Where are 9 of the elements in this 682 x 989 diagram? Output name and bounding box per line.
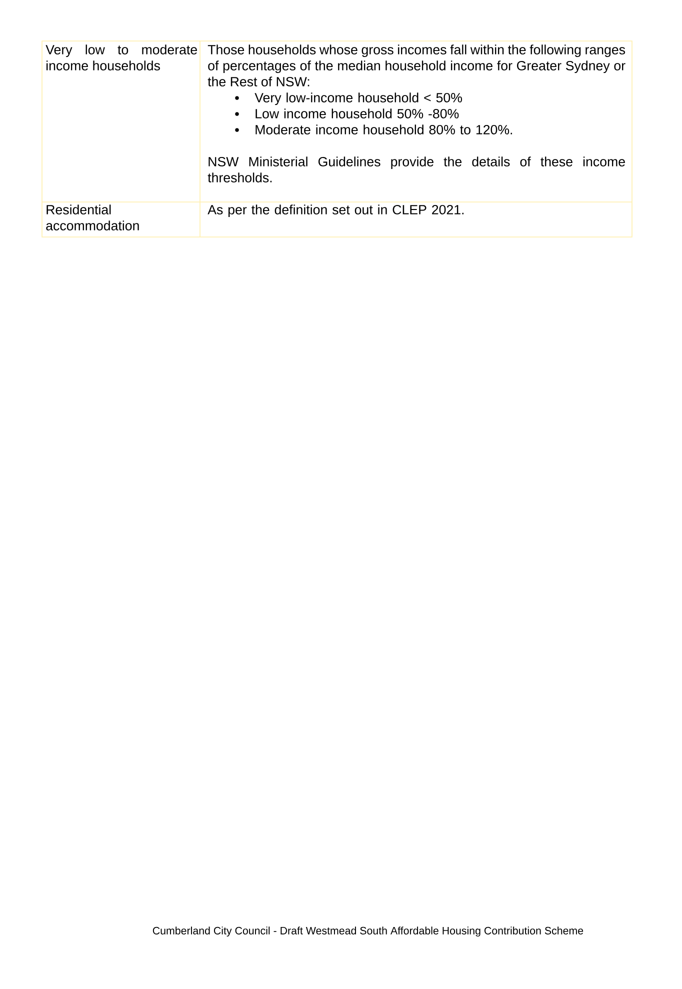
table-cell-text: As per the definition set out in CLEP 2021. [208,204,464,218]
page-footer: Cumberland City Council - Draft Westmead South Affordable Housing Contribution Scheme [152,926,584,937]
table-cell-text: NSW Ministerial Guidelines provide the details of these income thresholds. [208,156,625,182]
table-cell-text: Those households whose gross incomes fall within the following ranges of percentages of the median household income for Greater Sydney or the Rest of NSW: [208,44,626,86]
bullet-item: Very low-income household < 50% [235,92,462,106]
bullet-item: Low income household 50% -80% [235,108,459,118]
table-cell-text: Residential accommodation [46,204,139,230]
table-cell-text: Very low to moderate income households [46,44,197,70]
bullet-item: Moderate income household 80% to 120%. [235,124,512,134]
